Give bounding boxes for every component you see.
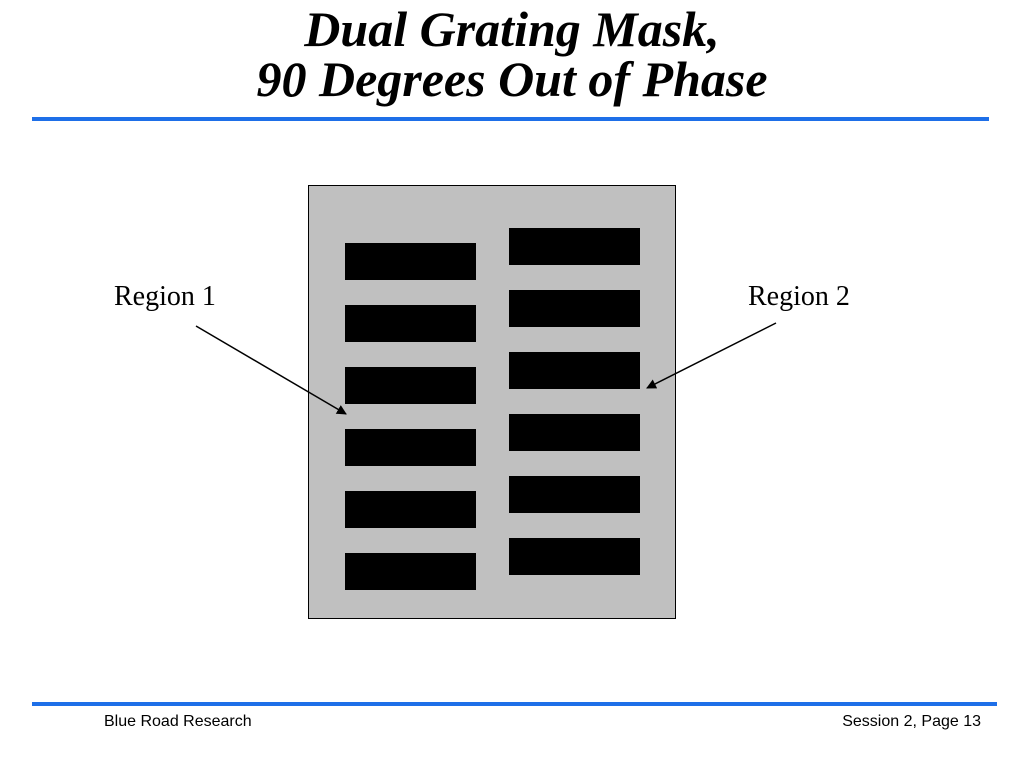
region-2-label: Region 2 bbox=[748, 281, 850, 312]
grating-mask bbox=[308, 185, 676, 619]
region-1-label: Region 1 bbox=[114, 281, 216, 312]
region-1-bar bbox=[345, 305, 476, 342]
footer-company: Blue Road Research bbox=[104, 713, 252, 730]
bottom-divider bbox=[32, 702, 997, 706]
region-1-bar bbox=[345, 553, 476, 590]
region-1-bar bbox=[345, 367, 476, 404]
region-1-bar bbox=[345, 243, 476, 280]
region-2-bar bbox=[509, 476, 640, 513]
top-divider bbox=[32, 117, 989, 121]
region-1-bar bbox=[345, 491, 476, 528]
title-line-1: Dual Grating Mask, bbox=[304, 1, 720, 57]
slide-title: Dual Grating Mask, 90 Degrees Out of Pha… bbox=[0, 4, 1024, 104]
region-2-bar bbox=[509, 228, 640, 265]
region-2-bar bbox=[509, 290, 640, 327]
region-2-bar bbox=[509, 414, 640, 451]
region-2-bar bbox=[509, 538, 640, 575]
title-line-2: 90 Degrees Out of Phase bbox=[256, 51, 768, 107]
region-1-bar bbox=[345, 429, 476, 466]
region-2-bar bbox=[509, 352, 640, 389]
footer-page-number: Session 2, Page 13 bbox=[842, 713, 981, 730]
